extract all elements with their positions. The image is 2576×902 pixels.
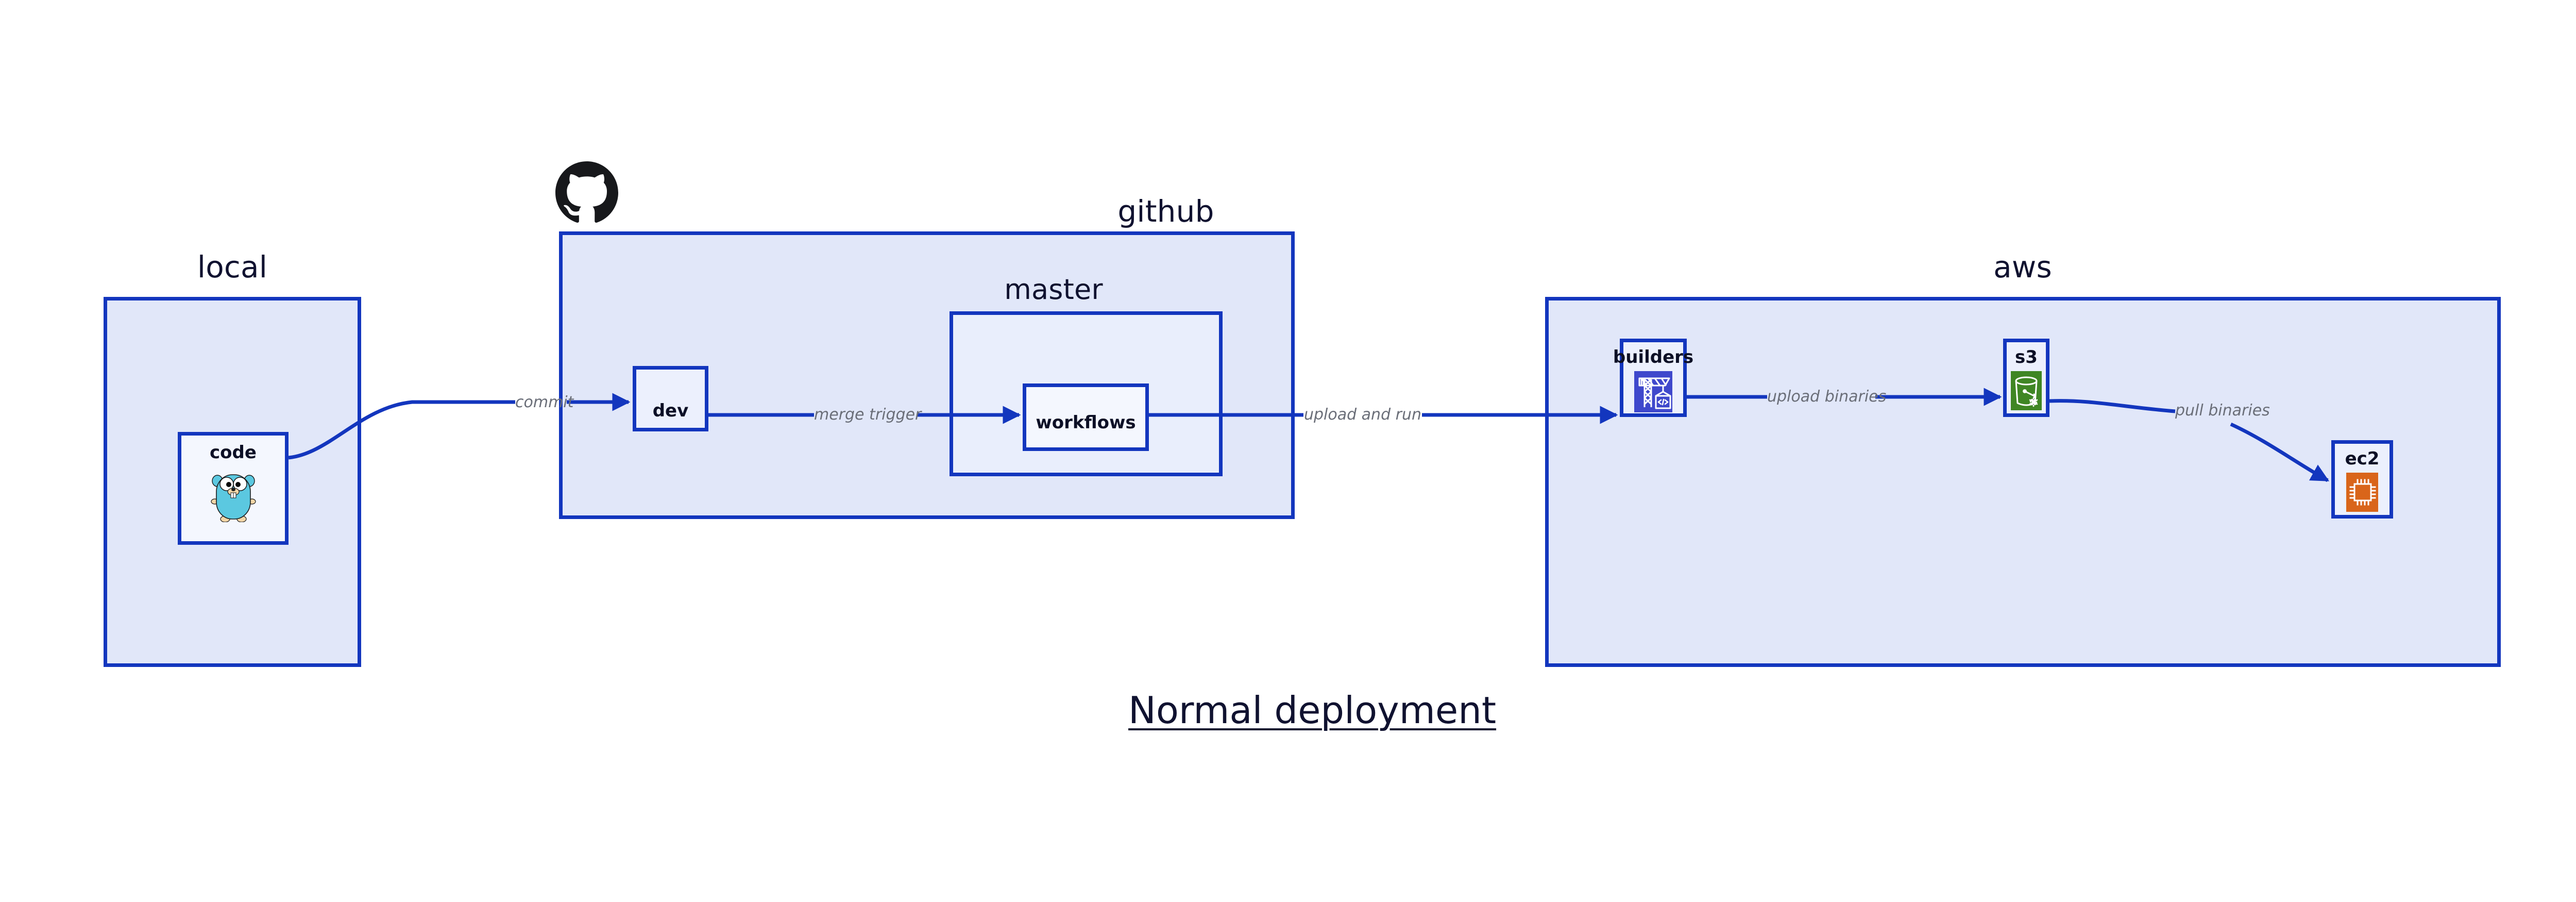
edge-label-pull-binaries: pull binaries bbox=[2175, 402, 2270, 420]
edge-label-commit: commit bbox=[515, 393, 574, 411]
node-workflows[interactable]: workflows bbox=[1023, 383, 1149, 451]
aws-s3-glacier-bucket-icon bbox=[2011, 371, 2042, 412]
edge-label-merge-trigger: merge trigger bbox=[814, 406, 922, 424]
node-label-builders: builders bbox=[1613, 347, 1694, 368]
node-ec2[interactable]: ec2 bbox=[2331, 440, 2393, 519]
node-code[interactable]: code bbox=[178, 432, 289, 545]
github-octocat-icon bbox=[555, 161, 618, 224]
node-s3[interactable]: s3 bbox=[2003, 339, 2049, 417]
group-title-aws: aws bbox=[1993, 249, 2052, 285]
edge-label-upload-and-run: upload and run bbox=[1303, 406, 1422, 424]
node-label-ec2: ec2 bbox=[2345, 448, 2380, 469]
group-title-master: master bbox=[1004, 273, 1103, 306]
edge-label-upload-binaries: upload binaries bbox=[1767, 388, 1887, 406]
node-label-code: code bbox=[210, 442, 257, 463]
go-gopher-icon bbox=[210, 469, 256, 522]
node-label-s3: s3 bbox=[2015, 347, 2038, 368]
group-title-local: local bbox=[197, 249, 268, 285]
aws-ec2-chip-icon bbox=[2346, 473, 2378, 514]
node-label-dev: dev bbox=[652, 400, 689, 421]
aws-codebuild-crane-icon bbox=[1634, 371, 1672, 414]
node-builders[interactable]: builders bbox=[1613, 339, 1693, 417]
diagram-caption: Normal deployment bbox=[1128, 689, 1497, 732]
node-label-workflows: workflows bbox=[1036, 412, 1136, 433]
node-dev[interactable]: dev bbox=[633, 366, 708, 431]
group-title-github: github bbox=[1117, 194, 1214, 229]
